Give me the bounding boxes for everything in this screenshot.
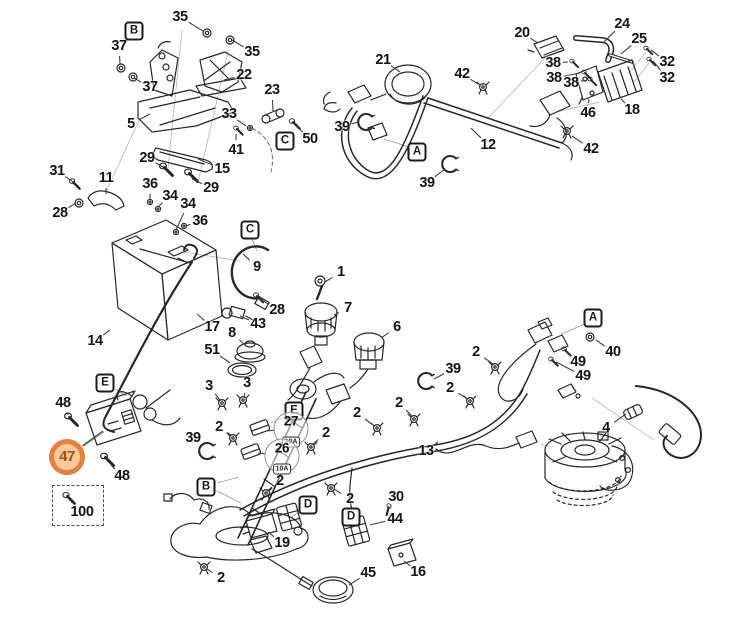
part-label[interactable]: 6 [393, 318, 401, 335]
part-label[interactable]: 38 [545, 54, 561, 71]
part-label[interactable]: 37 [111, 37, 127, 54]
fuse-callout[interactable]: 26 10A [264, 438, 300, 475]
part-label[interactable]: 37 [142, 78, 158, 95]
part-label[interactable]: 9 [253, 258, 261, 275]
part-label[interactable]: 8 [228, 324, 236, 341]
fuse-rating: 10A [272, 463, 292, 475]
part-label[interactable]: 16 [410, 563, 426, 580]
part-label[interactable]: 19 [274, 534, 290, 551]
part-label[interactable]: 38 [546, 69, 562, 86]
part-label[interactable]: 34 [180, 195, 196, 212]
part-label[interactable]: 22 [236, 66, 252, 83]
part-label[interactable]: 2 [322, 424, 330, 441]
part-label[interactable]: 17 [204, 318, 220, 335]
part-label[interactable]: 50 [302, 130, 318, 147]
part-label[interactable]: 3 [243, 374, 251, 391]
fuse-number: 26 [274, 440, 290, 456]
part-label[interactable]: 11 [98, 169, 114, 186]
part-label[interactable]: 2 [446, 379, 454, 396]
part-label[interactable]: 39 [185, 429, 201, 446]
part-label[interactable]: 2 [395, 394, 403, 411]
part-label[interactable]: 46 [580, 104, 596, 121]
highlighted-part-label[interactable]: 47 [49, 439, 85, 475]
part-label[interactable]: 42 [454, 65, 470, 82]
ref-marker: C [275, 131, 295, 151]
part-label[interactable]: 43 [250, 315, 266, 332]
part-label[interactable]: 2 [346, 490, 354, 507]
part-label[interactable]: 28 [52, 204, 68, 221]
part-label[interactable]: 39 [445, 360, 461, 377]
part-label[interactable]: 2 [472, 343, 480, 360]
part-label[interactable]: 23 [264, 81, 280, 98]
part-label[interactable]: 100 [70, 503, 94, 520]
part-label[interactable]: 38 [563, 74, 579, 91]
part-label[interactable]: 31 [49, 162, 65, 179]
part-label[interactable]: 21 [375, 51, 391, 68]
part-label[interactable]: 39 [419, 174, 435, 191]
part-label[interactable]: 12 [480, 136, 496, 153]
part-label[interactable]: 51 [204, 341, 220, 358]
part-label[interactable]: 35 [244, 43, 260, 60]
part-label[interactable]: 18 [624, 101, 640, 118]
part-label[interactable]: 7 [344, 299, 352, 316]
part-label[interactable]: 36 [142, 175, 158, 192]
part-label[interactable]: 34 [162, 187, 178, 204]
part-label[interactable]: 35 [172, 8, 188, 25]
part-label[interactable]: 2 [217, 569, 225, 586]
part-label[interactable]: 49 [570, 353, 586, 370]
accessory-dashed-box [52, 485, 104, 526]
ref-marker: E [95, 373, 115, 393]
part-label[interactable]: 1 [337, 263, 345, 280]
part-label[interactable]: 15 [214, 160, 230, 177]
part-label[interactable]: 3 [205, 377, 213, 394]
part-label[interactable]: 32 [659, 53, 675, 70]
part-label[interactable]: 25 [631, 30, 647, 47]
part-label[interactable]: 2 [353, 404, 361, 421]
ref-marker: B [196, 477, 216, 497]
part-label[interactable]: 29 [203, 179, 219, 196]
part-label[interactable]: 5 [127, 115, 135, 132]
part-label[interactable]: 13 [418, 442, 434, 459]
ref-marker: A [407, 142, 427, 162]
part-label[interactable]: 45 [360, 564, 376, 581]
part-label[interactable]: 14 [87, 332, 103, 349]
part-label[interactable]: 44 [387, 510, 403, 527]
part-label[interactable]: 39 [334, 118, 350, 135]
part-label[interactable]: 40 [605, 343, 621, 360]
ref-marker: A [583, 308, 603, 328]
part-label[interactable]: 20 [514, 24, 530, 41]
ref-marker: B [124, 21, 144, 41]
fuse-number: 27 [283, 413, 299, 429]
ref-marker: D [298, 495, 318, 515]
part-label[interactable]: 41 [228, 141, 244, 158]
part-label[interactable]: 48 [55, 394, 71, 411]
part-label[interactable]: 2 [215, 418, 223, 435]
part-label[interactable]: 29 [139, 149, 155, 166]
part-label[interactable]: 2 [276, 472, 284, 489]
part-label[interactable]: 4 [602, 419, 610, 436]
ref-marker: C [240, 220, 260, 240]
part-label[interactable]: 30 [388, 488, 404, 505]
part-label[interactable]: 33 [221, 105, 237, 122]
part-label[interactable]: 48 [114, 467, 130, 484]
part-label[interactable]: 42 [583, 140, 599, 157]
ref-marker: D [341, 507, 361, 527]
part-label[interactable]: 32 [659, 69, 675, 86]
part-label[interactable]: 36 [192, 212, 208, 229]
part-label[interactable]: 28 [269, 301, 285, 318]
part-label[interactable]: 49 [575, 367, 591, 384]
part-label[interactable]: 24 [614, 15, 630, 32]
